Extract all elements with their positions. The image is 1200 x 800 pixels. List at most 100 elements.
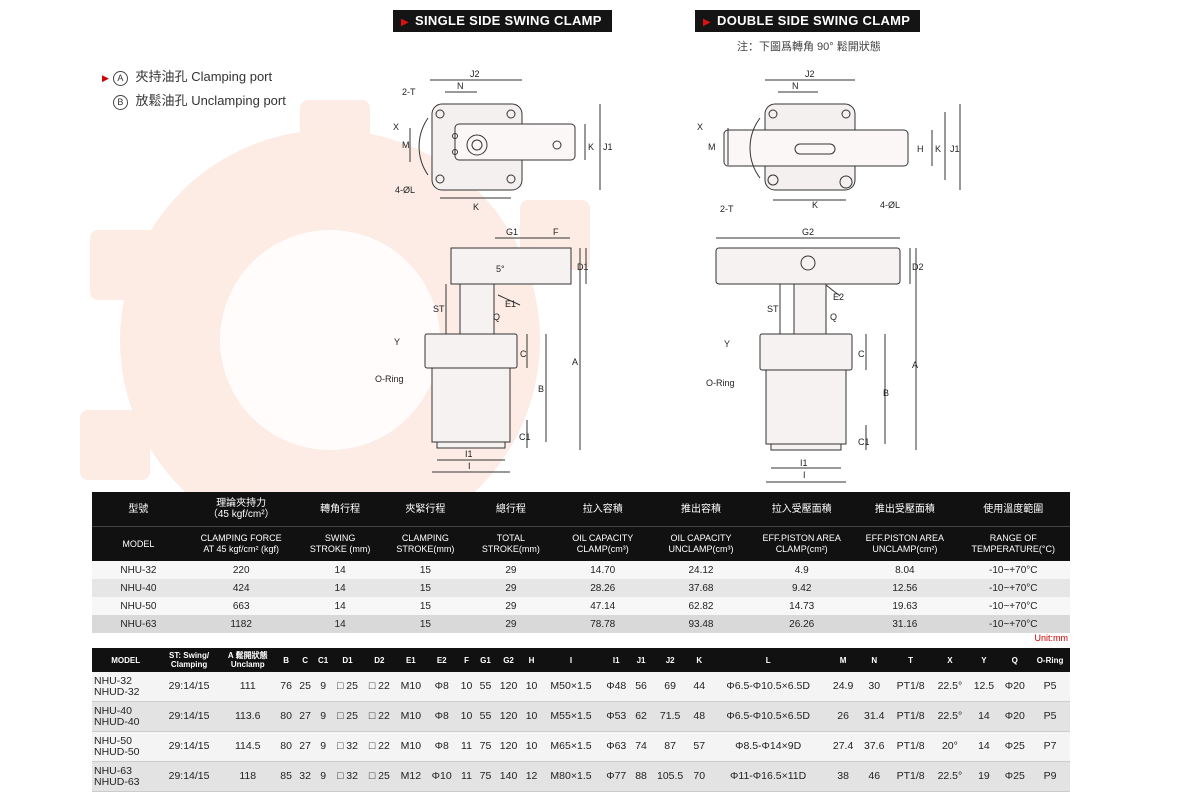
- spec-header-zh: 型號 理論夾持力（45 kgf/cm²） 轉角行程 夾緊行程 總行程 拉入容積 …: [92, 492, 1070, 527]
- port-letter: A: [112, 71, 128, 86]
- dim-cell: 57: [689, 731, 709, 762]
- dim-cell: 120: [494, 731, 523, 762]
- dim-cell: 22.5°: [931, 701, 969, 732]
- spec-cell: 14.70: [553, 561, 652, 579]
- dim-cell: Φ10: [426, 761, 458, 792]
- dim-cell: 114.5: [218, 731, 277, 762]
- spec-cell: 4.9: [750, 561, 854, 579]
- single-top-view: [409, 79, 601, 199]
- label-n: N: [457, 81, 464, 91]
- dim-cell: P9: [1030, 761, 1070, 792]
- spec-cell: 14: [297, 561, 383, 579]
- arrow-icon: ▶: [102, 73, 109, 83]
- dim-cell: 120: [494, 701, 523, 732]
- label-y: Y: [394, 337, 400, 347]
- label-5deg: 5°: [496, 264, 505, 274]
- spec-cell: 15: [382, 615, 469, 633]
- spec-cell: -10~+70°C: [956, 579, 1070, 597]
- dim-cell: 31.4: [858, 701, 890, 732]
- dim-cell: 69: [650, 672, 690, 702]
- dim-cell: 55: [476, 672, 495, 702]
- dim-cell: Φ25: [999, 761, 1031, 792]
- dim-cell: □ 22: [363, 701, 396, 732]
- dim-cell: 113.6: [218, 701, 277, 732]
- dim-cell: 88: [631, 761, 651, 792]
- label-oring: O-Ring: [375, 374, 404, 384]
- spec-cell: 15: [382, 579, 469, 597]
- label-i-double: I: [803, 470, 806, 480]
- dim-col-header: I: [541, 648, 601, 672]
- dim-cell: Φ25: [999, 731, 1031, 762]
- dim-cell: 62: [631, 701, 651, 732]
- label-q: Q: [493, 312, 500, 322]
- spec-cell: 14: [297, 579, 383, 597]
- dim-cell: 76: [276, 672, 296, 702]
- label-d2: D2: [912, 262, 924, 272]
- label-e2: E2: [833, 292, 844, 302]
- dim-cell: 9: [314, 761, 332, 792]
- label-a-double: A: [912, 360, 918, 370]
- dim-cell: 14: [968, 701, 1000, 732]
- dim-cell: 80: [276, 701, 296, 732]
- dim-cell: 26: [827, 701, 859, 732]
- dim-cell: 10: [522, 672, 542, 702]
- dim-cell: Φ77: [600, 761, 632, 792]
- label-j1: J1: [603, 142, 613, 152]
- double-top-view: [723, 79, 961, 201]
- dim-cell: Φ6.5-Φ10.5×6.5D: [708, 701, 828, 732]
- dim-cell: 27: [295, 701, 315, 732]
- label-h-double: H: [917, 144, 924, 154]
- spec-cell: -10~+70°C: [956, 615, 1070, 633]
- label-oring-double: O-Ring: [706, 378, 735, 388]
- dim-cell: 12.5: [968, 672, 1000, 702]
- label-c-double: C: [858, 349, 865, 359]
- spec-cell: 14: [297, 615, 383, 633]
- dim-col-header: O-Ring: [1030, 648, 1070, 672]
- dim-cell: M10: [395, 672, 427, 702]
- label-c1: C1: [519, 432, 531, 442]
- dim-cell: □ 32: [331, 731, 364, 762]
- dim-cell: 85: [276, 761, 296, 792]
- spec-cell: NHU-63: [92, 615, 185, 633]
- dim-cell: 24.9: [827, 672, 859, 702]
- spec-cell: 12.56: [853, 579, 957, 597]
- label-j2-double: J2: [805, 69, 815, 79]
- label-st-double: ST: [767, 304, 779, 314]
- dim-col-header: J1: [631, 648, 651, 672]
- spec-cell: 29: [468, 561, 554, 579]
- single-side-view: [424, 237, 587, 473]
- dim-cell: 20°: [931, 731, 969, 762]
- dim-cell: Φ8: [426, 672, 458, 702]
- dim-cell: PT1/8: [889, 701, 932, 732]
- dim-cell: 38: [827, 761, 859, 792]
- spec-cell: 28.26: [553, 579, 652, 597]
- label-m-double: M: [708, 142, 716, 152]
- dim-col-header: N: [858, 648, 890, 672]
- spec-cell: 47.14: [553, 597, 652, 615]
- dim-cell: 19: [968, 761, 1000, 792]
- dim-cell: PT1/8: [889, 731, 932, 762]
- dim-cell: M50×1.5: [541, 672, 601, 702]
- arrow-icon: ▶: [401, 17, 409, 28]
- spec-cell: 93.48: [651, 615, 751, 633]
- dim-col-header: X: [931, 648, 969, 672]
- spec-cell: NHU-32: [92, 561, 185, 579]
- double-side-note: 注：下圖爲轉角 90° 鬆開狀態: [737, 41, 881, 53]
- spec-col-header: MODEL: [92, 526, 185, 561]
- dim-cell: 48: [689, 701, 709, 732]
- dim-cell: 75: [476, 761, 495, 792]
- dim-cell: Φ20: [999, 701, 1031, 732]
- arrow-icon: ▶: [703, 17, 711, 28]
- dim-cell: 118: [218, 761, 277, 792]
